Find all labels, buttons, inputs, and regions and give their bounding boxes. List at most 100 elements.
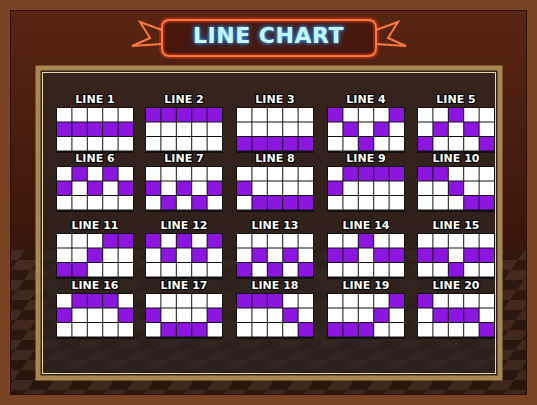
line-number: LINE 16 bbox=[56, 279, 134, 293]
empty-cell bbox=[374, 196, 388, 210]
reel-grid bbox=[417, 166, 495, 212]
empty-cell bbox=[146, 167, 160, 181]
empty-cell bbox=[374, 323, 388, 337]
grid-border bbox=[327, 293, 405, 339]
empty-cell bbox=[464, 263, 478, 277]
empty-cell bbox=[299, 182, 313, 196]
payline-cell bbox=[374, 249, 388, 263]
payline-cell bbox=[237, 294, 251, 308]
payline-cell bbox=[374, 167, 388, 181]
empty-cell bbox=[208, 167, 222, 181]
empty-cell bbox=[208, 263, 222, 277]
payline-cell bbox=[161, 108, 175, 122]
payline-cell bbox=[464, 123, 478, 137]
payline-cell bbox=[343, 167, 357, 181]
payline-cell bbox=[146, 234, 160, 248]
payline-cell bbox=[192, 108, 206, 122]
empty-cell bbox=[72, 182, 86, 196]
empty-cell bbox=[177, 123, 191, 137]
empty-cell bbox=[252, 263, 266, 277]
empty-cell bbox=[464, 182, 478, 196]
payline-cell bbox=[480, 249, 494, 263]
payline-cell bbox=[192, 249, 206, 263]
empty-cell bbox=[146, 323, 160, 337]
empty-cell bbox=[268, 309, 282, 323]
empty-cell bbox=[119, 167, 133, 181]
empty-cell bbox=[252, 323, 266, 337]
reel-grid bbox=[145, 293, 223, 339]
grid-border bbox=[327, 233, 405, 279]
empty-cell bbox=[343, 108, 357, 122]
line-number: LINE 20 bbox=[417, 279, 495, 293]
empty-cell bbox=[464, 108, 478, 122]
payline-panel: LINE 9 bbox=[327, 152, 405, 212]
empty-cell bbox=[449, 249, 463, 263]
empty-cell bbox=[390, 196, 404, 210]
empty-cell bbox=[283, 294, 297, 308]
empty-cell bbox=[343, 263, 357, 277]
grid-border bbox=[56, 293, 134, 339]
payline-panel: LINE 6 bbox=[56, 152, 134, 212]
empty-cell bbox=[88, 137, 102, 151]
empty-cell bbox=[161, 182, 175, 196]
empty-cell bbox=[72, 249, 86, 263]
grid-border bbox=[236, 107, 314, 153]
empty-cell bbox=[103, 249, 117, 263]
payline-cell bbox=[237, 137, 251, 151]
empty-cell bbox=[192, 234, 206, 248]
empty-cell bbox=[464, 323, 478, 337]
empty-cell bbox=[268, 323, 282, 337]
reel-grid bbox=[417, 293, 495, 339]
line-number: LINE 6 bbox=[56, 152, 134, 166]
empty-cell bbox=[57, 323, 71, 337]
payline-cell bbox=[72, 294, 86, 308]
grid-border bbox=[56, 107, 134, 153]
payline-cell bbox=[237, 182, 251, 196]
outer-frame-line bbox=[11, 11, 527, 395]
empty-cell bbox=[237, 234, 251, 248]
empty-cell bbox=[88, 108, 102, 122]
empty-cell bbox=[208, 137, 222, 151]
payline-cell bbox=[390, 167, 404, 181]
empty-cell bbox=[390, 182, 404, 196]
payline-cell bbox=[283, 196, 297, 210]
payline-cell bbox=[88, 123, 102, 137]
payline-panel: LINE 15 bbox=[417, 219, 495, 279]
reel-grid bbox=[145, 233, 223, 279]
empty-cell bbox=[299, 123, 313, 137]
empty-cell bbox=[252, 123, 266, 137]
payline-cell bbox=[119, 309, 133, 323]
empty-cell bbox=[343, 196, 357, 210]
payline-cell bbox=[177, 234, 191, 248]
empty-cell bbox=[283, 167, 297, 181]
line-number: LINE 19 bbox=[327, 279, 405, 293]
payline-cell bbox=[177, 182, 191, 196]
empty-cell bbox=[103, 309, 117, 323]
payline-panel: LINE 14 bbox=[327, 219, 405, 279]
payline-cell bbox=[359, 137, 373, 151]
empty-cell bbox=[237, 323, 251, 337]
payline-cell bbox=[464, 196, 478, 210]
payline-cell bbox=[119, 123, 133, 137]
payline-cell bbox=[359, 167, 373, 181]
line-number: LINE 2 bbox=[145, 93, 223, 107]
payline-cell bbox=[88, 294, 102, 308]
grid-border bbox=[236, 233, 314, 279]
reel-grid bbox=[417, 233, 495, 279]
line-number: LINE 7 bbox=[145, 152, 223, 166]
empty-cell bbox=[480, 309, 494, 323]
empty-cell bbox=[359, 249, 373, 263]
payline-cell bbox=[177, 108, 191, 122]
empty-cell bbox=[418, 234, 432, 248]
empty-cell bbox=[343, 309, 357, 323]
empty-cell bbox=[328, 167, 342, 181]
empty-cell bbox=[161, 234, 175, 248]
payline-cell bbox=[449, 263, 463, 277]
payline-cell bbox=[146, 309, 160, 323]
empty-cell bbox=[390, 234, 404, 248]
payline-panel: LINE 4 bbox=[327, 93, 405, 153]
payline-cell bbox=[252, 196, 266, 210]
payline-cell bbox=[146, 108, 160, 122]
line-number: LINE 1 bbox=[56, 93, 134, 107]
empty-cell bbox=[252, 108, 266, 122]
